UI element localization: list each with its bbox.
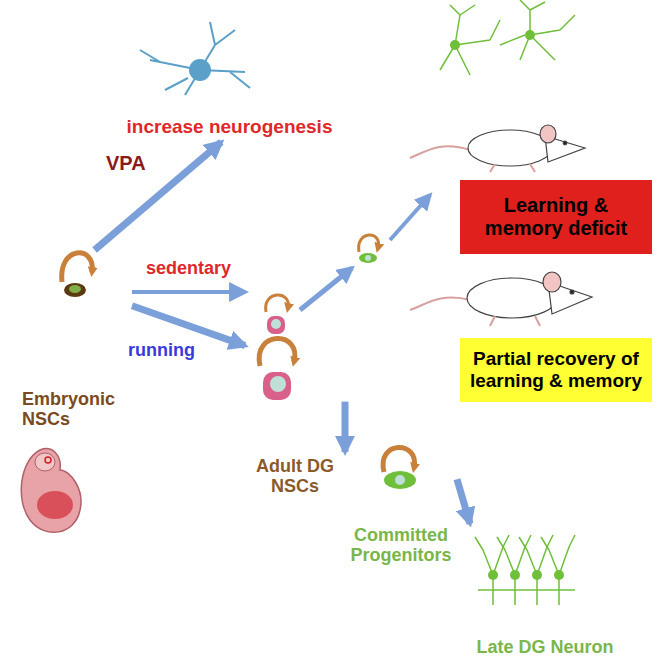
node-text: Late DG Neuron <box>470 637 620 658</box>
node-text: Committed Progenitors <box>345 525 457 566</box>
cell-node: Committed Progenitors <box>345 442 457 566</box>
progenitor-cell <box>359 235 379 263</box>
committed-cell <box>383 447 416 489</box>
edge-arrow <box>132 290 245 294</box>
edge-arrow <box>95 142 222 250</box>
node-text: Partial recovery of learning & memory <box>468 348 644 392</box>
embryonic-cell <box>62 253 93 297</box>
cell-node: Adult DG NSCs <box>245 285 345 497</box>
node-text: Adult DG NSCs <box>245 456 345 497</box>
adult-sedentary-cell <box>266 295 289 334</box>
flow-arrow <box>300 268 352 310</box>
neuron-icon <box>140 22 250 95</box>
condition-label: running <box>128 340 195 361</box>
flow-arrow <box>457 479 470 523</box>
rat-icon <box>410 125 585 172</box>
node-text: Learning & memory deficit <box>468 194 644 240</box>
flow-arrow <box>342 402 349 452</box>
condition-label: sedentary <box>146 258 231 279</box>
result-box: Learning & memory deficit <box>460 180 652 254</box>
edge-arrow <box>132 306 245 346</box>
node-text: Embryonic NSCs <box>22 389 132 430</box>
adult-running-cell <box>259 338 295 400</box>
node-text: increase neurogenesis <box>92 116 367 138</box>
sparse-neurons <box>440 0 575 75</box>
flow-arrow <box>390 195 430 240</box>
embryo-icon <box>21 449 81 533</box>
result-box: Partial recovery of learning & memory <box>460 338 652 402</box>
rat-icon <box>410 272 592 326</box>
treatment-label: VPA <box>106 152 146 175</box>
cell-node: Late DG Neuron <box>470 512 620 658</box>
late-neurons <box>475 535 575 605</box>
cell-node: Embryonic NSCs <box>22 250 132 430</box>
outcome-label: increase neurogenesis <box>92 112 367 142</box>
